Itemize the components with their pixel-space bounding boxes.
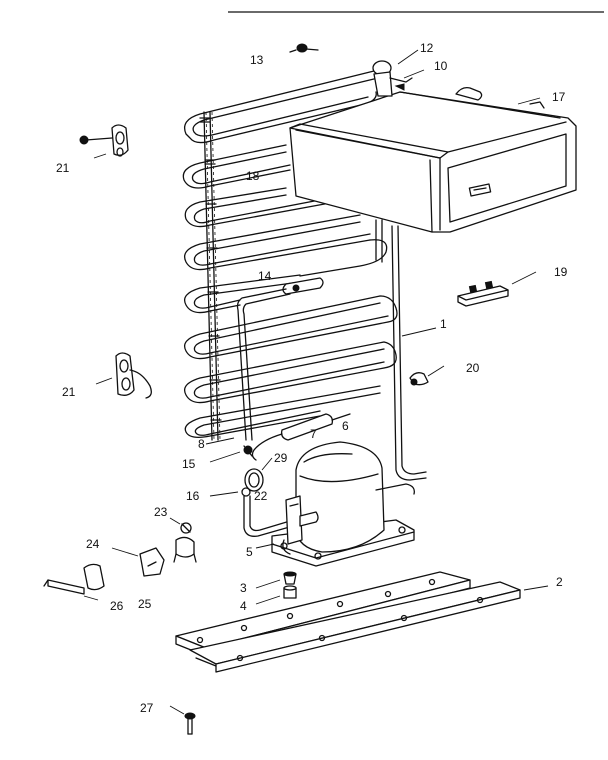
label-10: 10 [434,59,448,73]
label-8: 8 [198,437,205,451]
label-19: 19 [554,265,568,279]
label-13: 13 [250,53,264,67]
grommets-3-4 [283,571,297,599]
label-3: 3 [240,581,247,595]
drier-14 [236,277,324,441]
label-27: 27 [140,701,154,715]
filter-drier-6-7-8 [243,413,351,461]
base-rails-2 [175,571,521,673]
label-7: 7 [310,427,317,441]
leader-lines [83,49,549,715]
label-17: 17 [552,90,566,104]
label-26: 26 [110,599,124,613]
label-21-upper: 21 [56,161,70,175]
relay-parts-23-26 [43,522,197,595]
label-22: 22 [254,489,268,503]
label-12: 12 [420,41,434,55]
condenser-coil [182,69,398,441]
label-1: 1 [440,317,447,331]
clip-19 [457,280,509,307]
label-14: 14 [258,269,272,283]
label-5: 5 [246,545,253,559]
bolt-27 [184,712,196,735]
bracket-21-lower [115,352,152,399]
label-25: 25 [138,597,152,611]
label-16: 16 [186,489,200,503]
bracket-21-upper [79,124,129,157]
label-18: 18 [246,169,260,183]
evaporator-box [289,86,577,481]
label-2: 2 [556,575,563,589]
label-24: 24 [86,537,100,551]
tube-loop-29-16 [241,468,301,537]
label-15: 15 [182,457,196,471]
callout-labels: 13 12 10 17 21 18 14 19 1 20 21 8 7 6 15… [56,41,568,715]
label-4: 4 [240,599,247,613]
screw-13 [289,43,319,53]
clip-20 [409,372,429,386]
label-20: 20 [466,361,480,375]
label-29: 29 [274,451,288,465]
label-23: 23 [154,505,168,519]
compressor [271,441,415,567]
label-21-lower: 21 [62,385,76,399]
label-6: 6 [342,419,349,433]
connector-12-10 [372,60,413,97]
